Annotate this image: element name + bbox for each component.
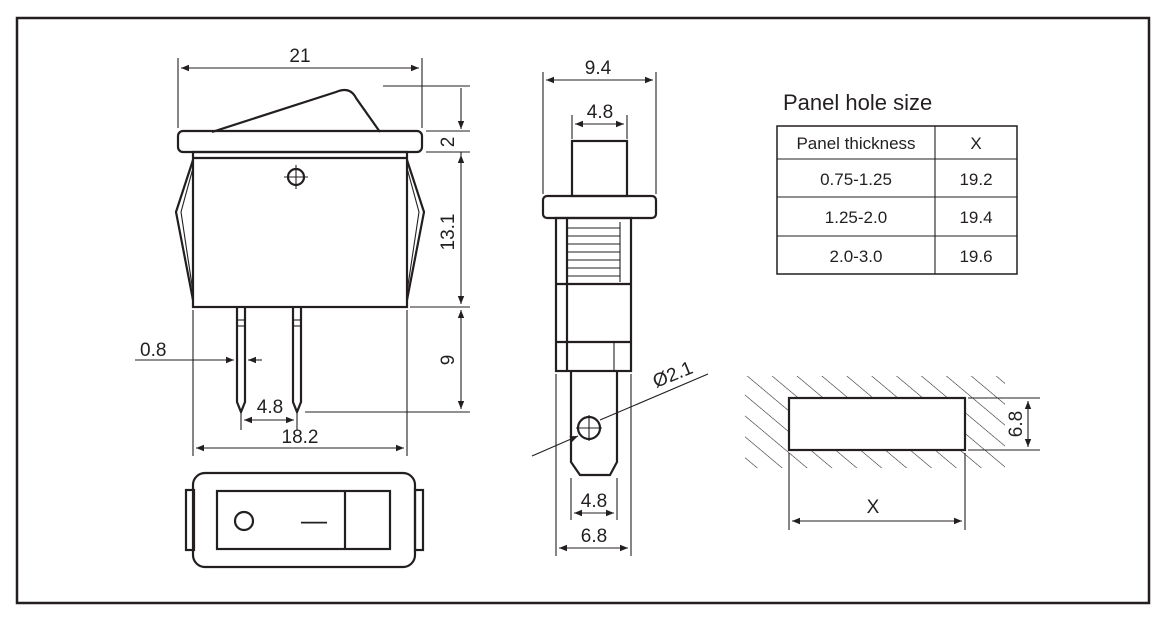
dim-cap-height: 2 bbox=[438, 137, 459, 148]
dim-body-height: 13.1 bbox=[438, 214, 459, 251]
table-cell: 0.75-1.25 bbox=[820, 170, 892, 189]
dim-terminal-length: 9 bbox=[438, 355, 459, 366]
rocker-face bbox=[215, 489, 392, 551]
cutout-hole bbox=[787, 396, 967, 452]
table-header-thickness: Panel thickness bbox=[796, 134, 915, 153]
dim-cutout-height: 6.8 bbox=[1006, 411, 1027, 437]
dim-top-width: 9.4 bbox=[585, 58, 612, 79]
front-bezel bbox=[191, 471, 417, 569]
dim-terminal-span: 18.2 bbox=[282, 427, 319, 448]
profile-actuator bbox=[570, 139, 629, 198]
dim-actuator-width: 4.8 bbox=[587, 102, 613, 123]
dim-tab-width: 4.8 bbox=[581, 491, 607, 512]
dim-terminal-pitch: 4.8 bbox=[257, 397, 283, 418]
dim-width: 21 bbox=[289, 46, 310, 67]
switch-front-view: — bbox=[184, 471, 425, 569]
switch-cap bbox=[176, 129, 424, 154]
dim-terminal-width: 0.8 bbox=[140, 340, 166, 361]
drawing-frame bbox=[15, 16, 1151, 605]
table-title: Panel hole size bbox=[783, 90, 932, 115]
switch-housing bbox=[191, 150, 409, 309]
table-header-x: X bbox=[970, 134, 981, 153]
dim-hole-diameter: Ø2.1 bbox=[650, 358, 696, 393]
centre-mark-icon bbox=[284, 165, 308, 189]
table-cell: 19.2 bbox=[959, 170, 992, 189]
table-cell: 1.25-2.0 bbox=[825, 208, 887, 227]
panel-hole-table: Panel hole size Panel thickness X 0.75-1… bbox=[776, 90, 1018, 275]
on-symbol: — bbox=[301, 505, 327, 535]
profile-terminal-tab bbox=[569, 371, 619, 477]
terminal-right bbox=[291, 307, 303, 415]
profile-body bbox=[554, 216, 633, 373]
switch-side-view: 21 2 13.1 9 0.8 4.8 18.2 bbox=[135, 46, 470, 456]
tab-hole-icon bbox=[576, 415, 602, 441]
dim-tab-outer: 6.8 bbox=[581, 526, 607, 547]
profile-flange bbox=[541, 194, 658, 220]
switch-profile-view: 9.4 4.8 Ø2.1 4.8 6.8 bbox=[531, 58, 709, 556]
right-snap-spring bbox=[405, 159, 426, 301]
table-cell: 19.6 bbox=[959, 247, 992, 266]
left-snap-spring bbox=[174, 159, 195, 301]
table-cell: 2.0-3.0 bbox=[830, 247, 883, 266]
terminal-left bbox=[235, 307, 247, 415]
rocker-actuator bbox=[211, 88, 381, 134]
off-symbol-icon bbox=[233, 510, 255, 532]
panel-cutout-view: 6.8 X bbox=[745, 376, 1040, 530]
table-cell: 19.4 bbox=[959, 208, 992, 227]
dim-cutout-width: X bbox=[867, 497, 880, 518]
